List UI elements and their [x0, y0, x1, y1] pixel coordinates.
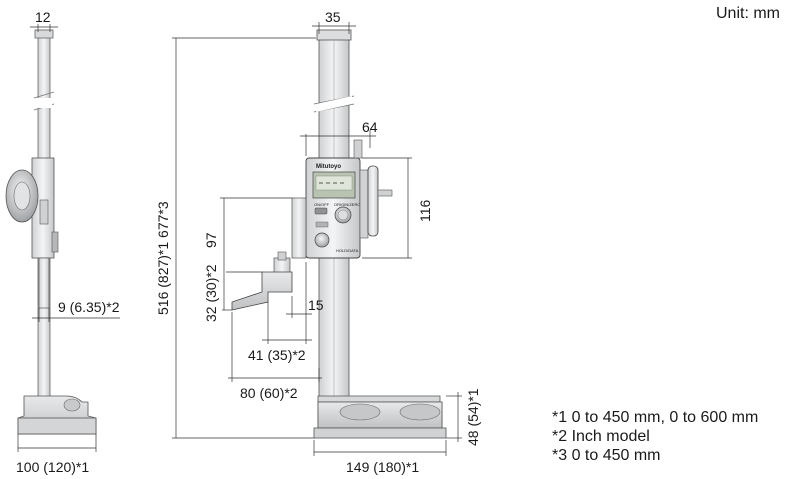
dim-side-base-width: 100 (120)*1	[16, 459, 89, 475]
brand-logo: Mitutoyo	[316, 164, 341, 170]
front-dimensions	[172, 22, 462, 456]
dim-side-top-width: 12	[35, 9, 51, 25]
dim-reach-80: 80 (60)*2	[240, 385, 298, 401]
dim-height-97: 97	[203, 232, 219, 248]
front-base	[317, 395, 441, 403]
side-view	[5, 29, 97, 435]
scriber	[231, 271, 293, 311]
dim-front-top-width: 35	[325, 9, 341, 25]
footnote-1: *1 0 to 450 mm, 0 to 600 mm	[552, 409, 759, 426]
footnotes: *1 0 to 450 mm, 0 to 600 mm *2 Inch mode…	[552, 408, 758, 465]
dim-head-height-116: 116	[417, 199, 433, 222]
dim-reach-41: 41 (35)*2	[248, 347, 306, 363]
footnote-3: *3 0 to 450 mm	[552, 447, 661, 464]
unit-label: Unit: mm	[716, 5, 780, 22]
fine-adjust-wheel[interactable]	[367, 165, 379, 237]
footnote-2: *2 Inch model	[552, 428, 650, 445]
dim-total-height: 516 (827)*1 677*3	[155, 201, 171, 315]
on-off-button[interactable]	[314, 207, 328, 215]
front-view: Mitutoyo ON/OFF ORIGIN/ZERO HOLD/DATA	[231, 29, 447, 439]
dim-height-32: 32 (30)*2	[203, 264, 219, 322]
dim-side-scriber: 9 (6.35)*2	[58, 299, 120, 315]
dim-base-height-48: 48 (54)*1	[465, 388, 481, 446]
btn-label-onoff: ON/OFF	[314, 202, 330, 207]
dim-front-base-width: 149 (180)*1	[346, 459, 419, 475]
scriber-holder	[291, 197, 307, 259]
dim-slider-width-64: 64	[362, 119, 378, 135]
side-scriber	[38, 257, 50, 309]
dim-scriber-15: 15	[308, 297, 324, 313]
btn-label-hold: HOLD/DATA	[336, 248, 359, 253]
side-dimensions	[17, 24, 120, 452]
hold-button[interactable]	[314, 232, 330, 248]
btn-label-zero: ORIGIN/ZERO	[334, 202, 360, 207]
